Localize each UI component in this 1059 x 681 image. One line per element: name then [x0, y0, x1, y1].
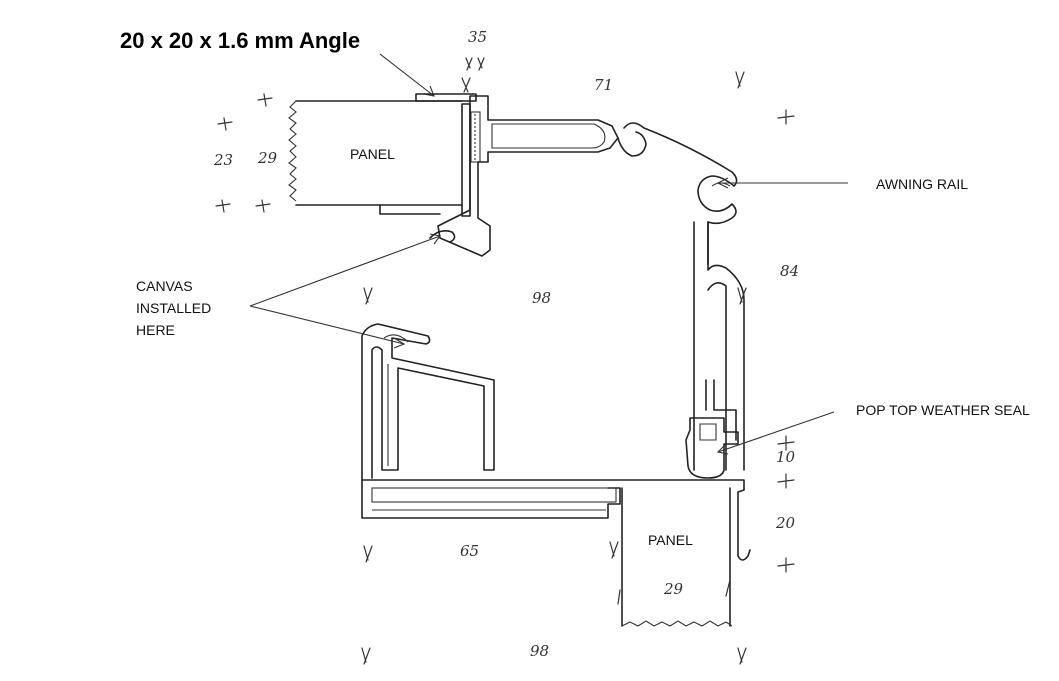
dim-10: 10 [776, 448, 796, 466]
angle-title: 20 x 20 x 1.6 mm Angle [120, 28, 360, 53]
dim-98-center: 98 [532, 289, 551, 307]
canvas-arrows [249, 233, 441, 349]
dim-65: 65 [460, 542, 479, 560]
dim-23: 23 [213, 151, 233, 169]
panel-top-label: PANEL [350, 146, 395, 162]
bottom-beam [361, 479, 751, 561]
weather-seal [685, 417, 739, 479]
dimension-tick-marks [215, 57, 795, 665]
dim-35: 35 [468, 28, 487, 46]
pop-top-seal-label: POP TOP WEATHER SEAL [856, 402, 1030, 418]
awning-rail-label: AWNING RAIL [876, 176, 968, 192]
upper-extrusion [437, 95, 619, 257]
dim-29-bottom: 29 [663, 580, 684, 598]
right-wall [693, 221, 737, 471]
canvas-label-line1: CANVAS [136, 278, 193, 294]
dim-84: 84 [780, 262, 799, 280]
dim-29-top: 29 [257, 149, 278, 167]
pop-top-seal-arrow [716, 411, 835, 455]
lower-left-profile [361, 323, 495, 481]
dim-20: 20 [775, 514, 796, 532]
awning-rail [623, 122, 745, 471]
awning-rail-arrow [716, 177, 848, 189]
canvas-label-line2: INSTALLED [136, 300, 211, 316]
panel-bottom-label: PANEL [648, 532, 693, 548]
dim-98-bottom: 98 [530, 642, 549, 660]
canvas-label-line3: HERE [136, 322, 175, 338]
dim-71: 71 [594, 76, 613, 94]
angle-pointer-arrow [379, 53, 435, 97]
bottom-panel [621, 487, 733, 627]
